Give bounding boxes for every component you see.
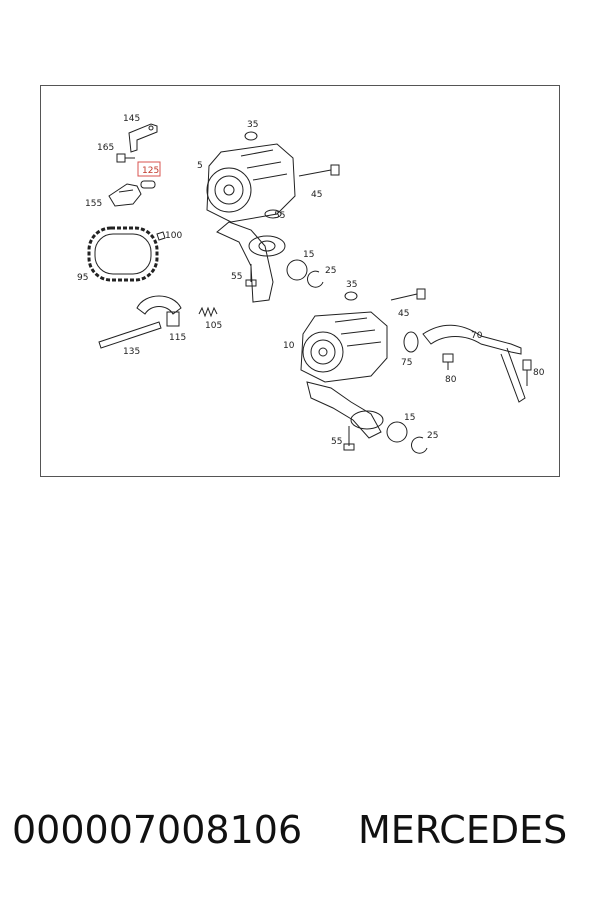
callout-135: 135 <box>123 347 140 357</box>
chain-95-part <box>87 226 159 282</box>
callout-25-lower: 25 <box>427 431 438 441</box>
bolt-55-lower-part <box>343 426 355 451</box>
guide-115-part <box>136 295 182 327</box>
sprocket-100-part <box>156 231 166 241</box>
callout-115: 115 <box>169 333 186 343</box>
callout-35-lower: 35 <box>346 280 357 290</box>
bolt-45-lower-part <box>390 288 426 301</box>
bolt-165-part <box>116 153 135 163</box>
tensioner-155-part <box>108 183 142 207</box>
clip-25-lower-part <box>411 436 428 454</box>
callout-105: 105 <box>205 321 222 331</box>
pin-125-part <box>140 180 156 189</box>
callout-125: 125 <box>142 166 159 176</box>
callout-155: 155 <box>85 199 102 209</box>
o-ring-35-lower-part <box>344 291 358 301</box>
callout-165: 165 <box>97 143 114 153</box>
pipe-70-part <box>422 324 526 403</box>
shaft-135-part <box>98 321 162 349</box>
brand-name: MERCEDES <box>358 808 568 852</box>
oil-pump-5-part <box>206 143 296 303</box>
part-number: 000007008106 <box>12 808 303 852</box>
callout-10: 10 <box>283 341 295 351</box>
product-caption: 000007008106 MERCEDES <box>0 800 600 870</box>
spring-105-part <box>198 306 218 318</box>
callout-80-right: 80 <box>533 368 545 378</box>
callout-55-upper-right: 55 <box>274 211 285 221</box>
callout-55-upper-left: 55 <box>231 272 242 282</box>
callout-80-left: 80 <box>445 375 457 385</box>
callout-55-lower: 55 <box>331 437 342 447</box>
callout-15-lower: 15 <box>404 413 415 423</box>
seal-15-lower-part <box>386 421 408 443</box>
bolt-45-upper-part <box>298 164 340 177</box>
o-ring-55-upper-part <box>264 209 282 219</box>
callout-70: 70 <box>471 331 483 341</box>
seal-15-upper-part <box>286 259 308 281</box>
exploded-view-drawing: 145 165 5 35 125 155 45 100 55 95 55 15 … <box>77 114 545 454</box>
callout-75: 75 <box>401 358 412 368</box>
callout-100: 100 <box>165 231 182 241</box>
callout-15-upper: 15 <box>303 250 314 260</box>
bolt-55-upper-part <box>245 264 257 287</box>
parts-diagram: 145 165 5 35 125 155 45 100 55 95 55 15 … <box>40 85 560 477</box>
callout-45-upper: 45 <box>311 190 322 200</box>
callout-35-upper: 35 <box>247 120 258 130</box>
highlight-box-125 <box>137 161 161 177</box>
o-ring-75-part <box>403 331 419 353</box>
callout-145: 145 <box>123 114 140 124</box>
bolt-80-left-part <box>442 353 454 370</box>
bracket-145-part <box>128 123 158 153</box>
callout-25-upper: 25 <box>325 266 336 276</box>
callout-5: 5 <box>197 161 203 171</box>
callout-45-lower: 45 <box>398 309 409 319</box>
o-ring-35-part <box>244 131 258 141</box>
oil-pump-10-part <box>300 311 388 439</box>
bolt-80-right-part <box>522 359 532 386</box>
callout-95: 95 <box>77 273 88 283</box>
clip-25-upper-part <box>307 270 324 288</box>
